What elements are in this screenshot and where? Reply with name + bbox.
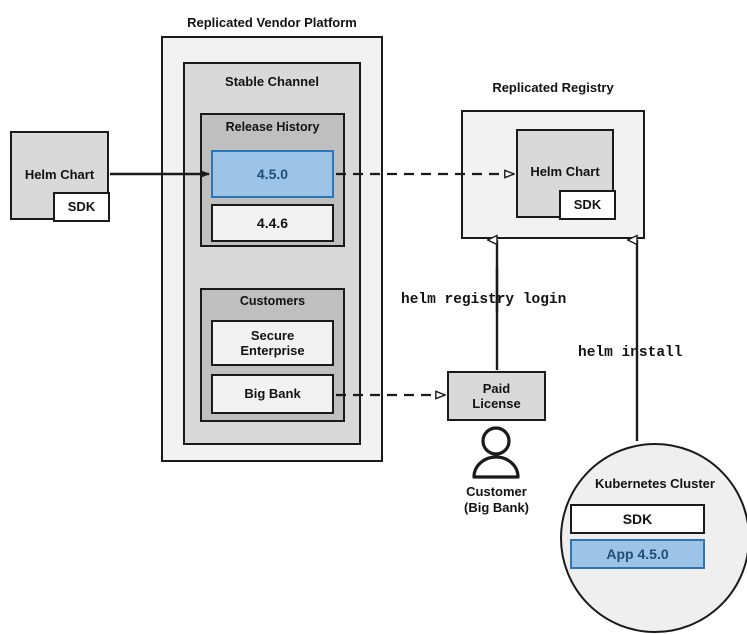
command-helm-install: helm install bbox=[578, 345, 683, 361]
release-version-4-5-0[interactable]: 4.5.0 bbox=[211, 150, 334, 198]
customer-secure-enterprise[interactable]: Secure Enterprise bbox=[211, 320, 334, 366]
vendor-platform-title: Replicated Vendor Platform bbox=[187, 15, 357, 30]
customer-person-icon bbox=[472, 426, 520, 479]
registry-helm-chart-sdk[interactable]: SDK bbox=[559, 190, 616, 220]
customer-actor-label: Customer (Big Bank) bbox=[464, 484, 529, 515]
paid-license-box[interactable]: Paid License bbox=[447, 371, 546, 421]
cluster-item-app[interactable]: App 4.5.0 bbox=[570, 539, 705, 569]
cluster-item-sdk[interactable]: SDK bbox=[570, 504, 705, 534]
registry-helm-chart-label: Helm Chart bbox=[530, 164, 600, 179]
customer-big-bank[interactable]: Big Bank bbox=[211, 374, 334, 414]
command-registry-login: helm registry login bbox=[401, 292, 567, 308]
release-version-4-4-6[interactable]: 4.4.6 bbox=[211, 204, 334, 242]
source-helm-chart-label: Helm Chart bbox=[24, 167, 95, 182]
registry-title: Replicated Registry bbox=[492, 80, 614, 95]
kubernetes-cluster-circle bbox=[560, 443, 747, 633]
source-helm-chart-sdk[interactable]: SDK bbox=[53, 192, 110, 222]
